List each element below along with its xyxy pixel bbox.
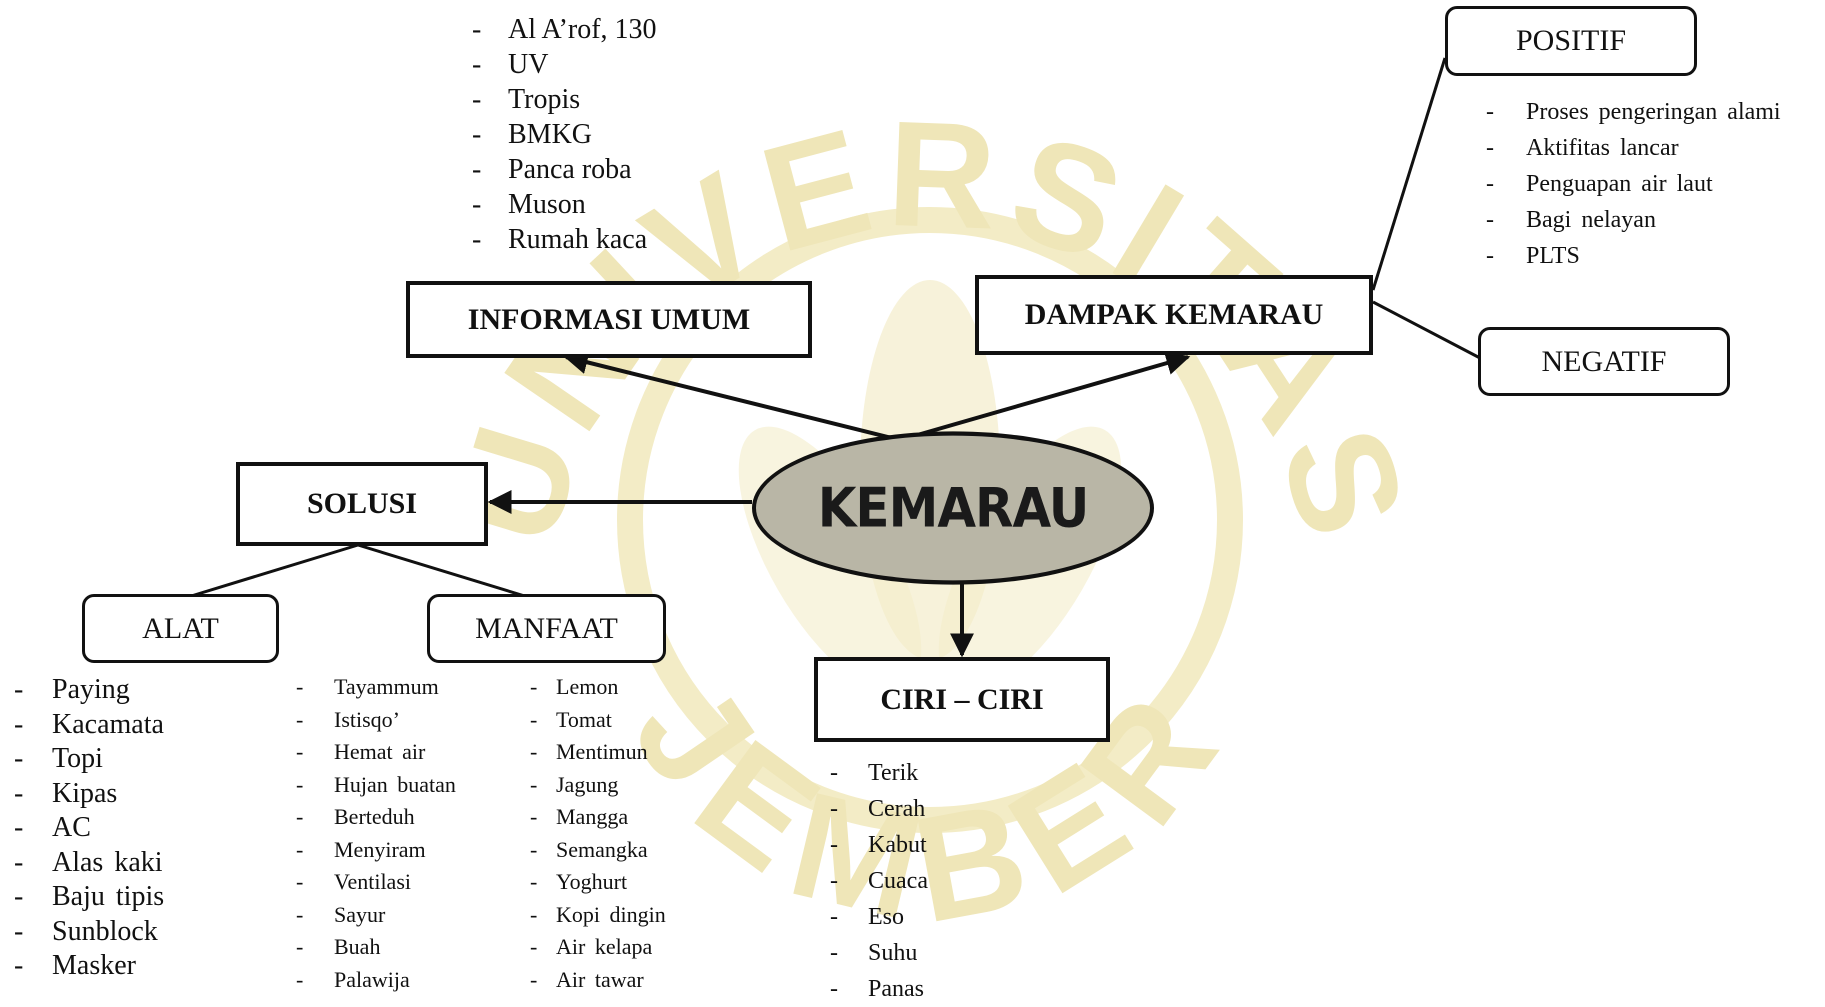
list-item: Masker <box>14 949 164 984</box>
list-item: Kacamata <box>14 708 164 743</box>
node-alat: ALAT <box>82 594 279 663</box>
list-item: Terik <box>830 755 928 791</box>
node-solusi: SOLUSI <box>236 462 488 546</box>
list-item: Lemon <box>530 671 666 704</box>
list-item: Tropis <box>472 82 657 117</box>
list-item: Kipas <box>14 777 164 812</box>
list-item: Al A’rof, 130 <box>472 12 657 47</box>
list-item: Bagi nelayan <box>1486 202 1781 238</box>
list-item: Mentimun <box>530 736 666 769</box>
list-item: Palawija <box>296 964 456 997</box>
list-item: Sayur <box>296 899 456 932</box>
list-ciri-ciri: Terik Cerah Kabut Cuaca Eso Suhu Panas <box>830 755 928 1007</box>
list-item: AC <box>14 811 164 846</box>
list-item: Air tawar <box>530 964 666 997</box>
list-informasi-umum: Al A’rof, 130 UV Tropis BMKG Panca roba … <box>472 12 657 257</box>
arrow-to-informasi-umum <box>563 350 901 442</box>
list-item: Eso <box>830 899 928 935</box>
line-to-negatif <box>1372 300 1481 360</box>
list-alat: Paying Kacamata Topi Kipas AC Alas kaki … <box>14 673 164 984</box>
list-item: Istisqo’ <box>296 704 456 737</box>
line-to-positif <box>1371 57 1447 291</box>
list-manfaat-col2: Lemon Tomat Mentimun Jagung Mangga Seman… <box>530 671 666 996</box>
list-item: Cerah <box>830 791 928 827</box>
list-item: Semangka <box>530 834 666 867</box>
list-item: Yoghurt <box>530 866 666 899</box>
node-negatif: NEGATIF <box>1478 327 1730 396</box>
list-item: Panas <box>830 971 928 1007</box>
list-item: Panca roba <box>472 152 657 187</box>
list-item: Sunblock <box>14 915 164 950</box>
node-positif: POSITIF <box>1445 6 1697 76</box>
node-dampak-kemarau: DAMPAK KEMARAU <box>975 275 1373 355</box>
list-item: Menyiram <box>296 834 456 867</box>
list-item: Buah <box>296 931 456 964</box>
list-item: Paying <box>14 673 164 708</box>
list-item: Jagung <box>530 769 666 802</box>
center-node-kemarau: KEMARAU <box>752 431 1154 585</box>
list-item: UV <box>472 47 657 82</box>
list-item: Berteduh <box>296 801 456 834</box>
list-item: Rumah kaca <box>472 222 657 257</box>
list-item: Topi <box>14 742 164 777</box>
node-manfaat: MANFAAT <box>427 594 666 663</box>
list-item: Alas kaki <box>14 846 164 881</box>
list-item: PLTS <box>1486 238 1781 274</box>
list-item: Hemat air <box>296 736 456 769</box>
list-item: Kopi dingin <box>530 899 666 932</box>
list-item: Suhu <box>830 935 928 971</box>
list-item: Tomat <box>530 704 666 737</box>
list-item: Ventilasi <box>296 866 456 899</box>
list-item: Aktifitas lancar <box>1486 130 1781 166</box>
list-item: Proses pengeringan alami <box>1486 94 1781 130</box>
node-informasi-umum: INFORMASI UMUM <box>406 281 812 358</box>
arrow-to-dampak-kemarau <box>899 351 1191 442</box>
list-positif: Proses pengeringan alami Aktifitas lanca… <box>1486 94 1781 274</box>
list-item: BMKG <box>472 117 657 152</box>
line-to-manfaat <box>357 543 529 599</box>
list-item: Hujan buatan <box>296 769 456 802</box>
list-item: Penguapan air laut <box>1486 166 1781 202</box>
line-to-alat <box>187 543 359 599</box>
list-item: Muson <box>472 187 657 222</box>
node-ciri-ciri: CIRI – CIRI <box>814 657 1110 742</box>
list-item: Tayammum <box>296 671 456 704</box>
list-item: Air kelapa <box>530 931 666 964</box>
list-manfaat-col1: Tayammum Istisqo’ Hemat air Hujan buatan… <box>296 671 456 996</box>
list-item: Mangga <box>530 801 666 834</box>
list-item: Cuaca <box>830 863 928 899</box>
list-item: Kabut <box>830 827 928 863</box>
list-item: Baju tipis <box>14 880 164 915</box>
